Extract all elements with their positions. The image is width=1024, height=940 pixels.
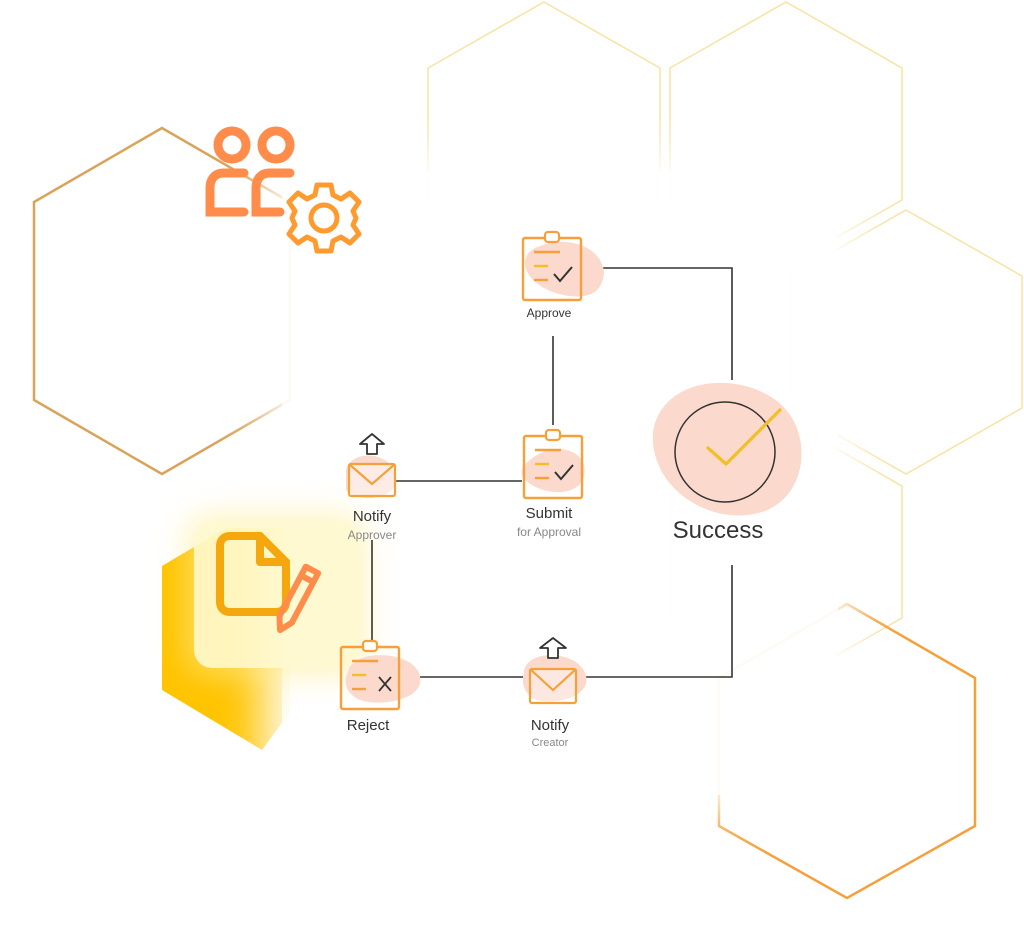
team-settings-icon [205,126,295,217]
notify-approver-node[interactable] [346,433,397,499]
notify-approver-label: Notify Approver [347,508,397,542]
connectors [371,267,733,678]
submit-label: Submit for Approval [516,505,582,539]
approve-label: Approve [526,306,572,320]
clipboard-check-icon [522,428,584,500]
notify-creator-node[interactable] [522,637,587,705]
blob [521,449,585,493]
blob [522,655,587,702]
reject-label: Reject [346,717,390,734]
submit-node[interactable] [521,428,585,500]
mail-upload-icon [528,637,578,705]
blob [345,655,421,703]
edge-notify-creator-success [580,565,733,678]
pen-icon [276,563,322,634]
mail-upload-icon [347,433,397,498]
notify-creator-label: Notify Creator [530,717,570,749]
document-edit-icon [216,532,290,616]
edge-approve-success [602,267,733,380]
clipboard-check-icon [521,230,583,302]
gear-icon [286,182,362,254]
approve-node[interactable] [521,230,604,302]
clipboard-x-icon [339,639,401,711]
reject-node[interactable] [339,639,421,711]
success-label: Success [672,517,764,544]
success-check-icon [674,401,782,503]
blob [524,242,604,297]
success-node[interactable] [652,382,802,516]
